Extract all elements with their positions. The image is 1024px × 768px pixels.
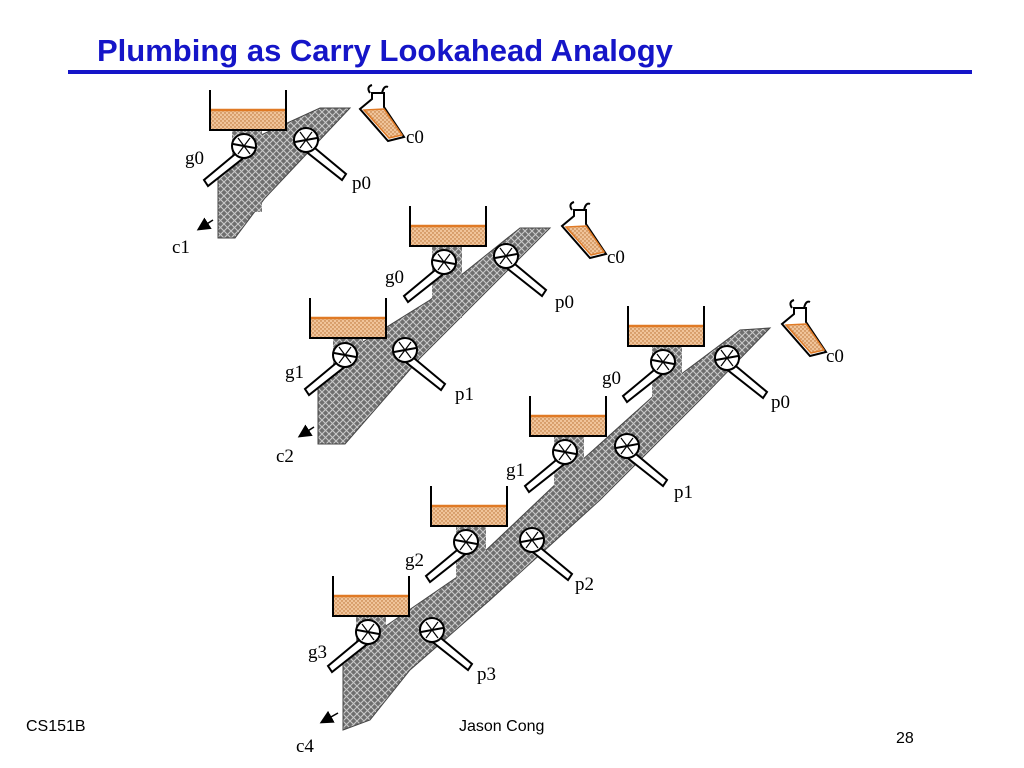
- label-g: g2: [405, 550, 424, 571]
- tank-icon: [408, 204, 488, 248]
- label-p: p3: [477, 664, 496, 685]
- flask-icon: [359, 84, 405, 142]
- carry-out-arrow: [319, 710, 339, 724]
- label-c-in: c0: [607, 247, 625, 268]
- label-c-out: c1: [172, 237, 190, 258]
- flask-icon: [781, 299, 827, 357]
- label-p: p2: [575, 574, 594, 595]
- footer-author: Jason Cong: [459, 718, 545, 735]
- slide-title: Plumbing as Carry Lookahead Analogy: [97, 33, 673, 68]
- diagram-one-bit: g0 p0 c0 c1: [172, 84, 424, 258]
- diagram-two-bit: g0 p0 g1 p1 c0 c2: [276, 201, 625, 467]
- tank-icon: [528, 394, 608, 438]
- label-p: p1: [455, 384, 474, 405]
- label-p: p0: [352, 173, 371, 194]
- label-c-in: c0: [826, 346, 844, 367]
- label-g: g3: [308, 642, 327, 663]
- tank-icon: [308, 296, 388, 340]
- label-c-out: c2: [276, 446, 294, 467]
- label-g: g0: [385, 267, 404, 288]
- label-c-out: c4: [296, 736, 314, 757]
- label-g: g0: [602, 368, 621, 389]
- diagram-four-bit: g0 p0 g1 p1 g2 p2 g3 p3 c0 c4: [296, 299, 844, 757]
- label-p: p1: [674, 482, 693, 503]
- label-g: g1: [285, 362, 304, 383]
- tank-icon: [208, 88, 288, 132]
- label-c-in: c0: [406, 127, 424, 148]
- label-g: g0: [185, 148, 204, 169]
- label-g: g1: [506, 460, 525, 481]
- label-p: p0: [771, 392, 790, 413]
- pipe-main: [342, 327, 772, 731]
- tank-icon: [626, 304, 706, 348]
- label-p: p0: [555, 292, 574, 313]
- flask-icon: [561, 201, 607, 259]
- footer-course: CS151B: [26, 718, 86, 735]
- tank-icon: [429, 484, 509, 528]
- title-rule: [68, 70, 972, 74]
- carry-out-arrow: [297, 424, 315, 438]
- tank-icon: [331, 574, 411, 618]
- page-number: 28: [896, 730, 914, 747]
- carry-out-arrow: [196, 217, 214, 231]
